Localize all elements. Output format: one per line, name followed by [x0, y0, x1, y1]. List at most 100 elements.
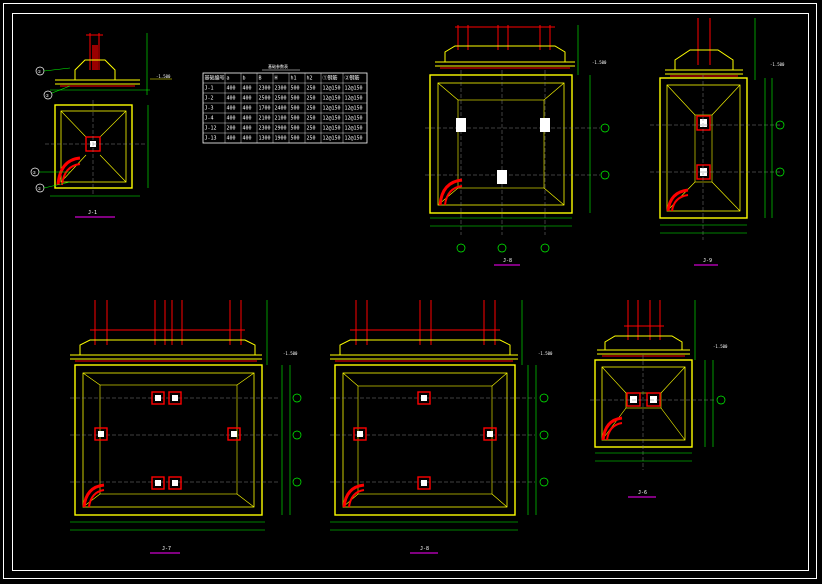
table-header-cell: 基础编号 — [205, 75, 225, 82]
table-cell: 12@150 — [345, 106, 363, 112]
table-cell: 12@150 — [345, 136, 363, 142]
table-cell: 400 — [227, 116, 236, 122]
j9-elevation: -1.500 — [665, 18, 785, 80]
table-cell: 250 — [307, 116, 316, 122]
table-header-cell: B — [259, 76, 262, 82]
table-cell: 250 — [307, 136, 316, 142]
callout-2: ② — [46, 93, 50, 98]
table-cell: 400 — [243, 106, 252, 112]
j6-level-mark: -1.500 — [713, 344, 728, 349]
table-cell: 2100 — [259, 116, 271, 122]
table-cell: 500 — [291, 116, 300, 122]
table-cell: J-3 — [205, 106, 214, 112]
table-cell: 2900 — [275, 126, 287, 132]
table-cell: 400 — [243, 96, 252, 102]
j9-level-mark: -1.500 — [770, 62, 785, 67]
table-cell: J-12 — [205, 126, 217, 132]
table-header-cell: h1 — [291, 76, 297, 82]
table-header-cell: H — [275, 76, 278, 82]
table-cell: 400 — [243, 136, 252, 142]
table-cell: 2300 — [259, 86, 271, 92]
table-cell: 250 — [307, 106, 316, 112]
table-cell: 12@150 — [323, 106, 341, 112]
view-title-j1: J-1 — [88, 210, 97, 216]
view-title-j8: J-8 — [503, 258, 512, 264]
table-cell: 1700 — [259, 106, 271, 112]
table-cell: 200 — [227, 126, 236, 132]
table-cell: 2300 — [259, 126, 271, 132]
table-cell: 400 — [227, 96, 236, 102]
table-cell: 250 — [307, 96, 316, 102]
j7-plan — [70, 364, 302, 531]
table-cell: 12@150 — [323, 126, 341, 132]
table-cell: 2100 — [275, 116, 287, 122]
j8b-elevation: -1.500 — [330, 300, 553, 365]
table-border — [202, 72, 368, 144]
view-j9: -1.500 J-9 — [650, 18, 785, 266]
drawing-border-inner — [12, 13, 809, 571]
view-title-j8b: J-8 — [420, 546, 429, 552]
view-title-j7: J-7 — [162, 546, 171, 552]
table-cell: 500 — [291, 126, 300, 132]
table-cell: 400 — [227, 86, 236, 92]
table-cell: 250 — [307, 86, 316, 92]
table-title: 基础参数表 — [268, 63, 288, 69]
table-cell: 500 — [291, 136, 300, 142]
table-header-cell: ②钢筋 — [345, 75, 360, 82]
view-j7: -1.500 — [70, 300, 302, 554]
callout-1: ① — [38, 69, 42, 74]
view-title-j9: J-9 — [703, 258, 712, 264]
j1-callouts: ① ② ② ① — [30, 66, 71, 193]
j1-elevation: -1.500 — [50, 33, 172, 95]
table-cell: 12@150 — [323, 136, 341, 142]
table-cell: 2300 — [275, 86, 287, 92]
view-j1: -1.500 ① ② ② — [30, 33, 172, 218]
table-cell: 12@150 — [345, 96, 363, 102]
table-cell: 12@150 — [323, 86, 341, 92]
j8-level-mark: -1.500 — [592, 60, 607, 65]
j1-plan — [45, 100, 149, 197]
table-header-cell: ①钢筋 — [323, 75, 338, 82]
j1-level-mark: -1.500 — [156, 74, 171, 79]
j6-plan — [590, 355, 726, 470]
view-j6: -1.500 J-6 — [590, 300, 728, 498]
table-cell: 500 — [291, 86, 300, 92]
j7-elevation: -1.500 — [70, 300, 298, 365]
table-cell: 1300 — [259, 136, 271, 142]
table-cell: 400 — [227, 106, 236, 112]
table-cell: 400 — [227, 136, 236, 142]
table-cell: 250 — [307, 126, 316, 132]
j8-elevation: -1.500 — [435, 25, 607, 75]
view-j8: -1.500 — [425, 25, 610, 266]
view-title-j6: J-6 — [638, 490, 647, 496]
table-cell: 1900 — [275, 136, 287, 142]
j8b-plan — [330, 364, 549, 531]
table-cell: 400 — [243, 126, 252, 132]
table-cell: 400 — [243, 86, 252, 92]
j9-plan — [650, 75, 785, 240]
table-cell: J-4 — [205, 116, 214, 122]
table-cell: 12@150 — [345, 126, 363, 132]
drawing-border-outer — [3, 3, 817, 579]
table-cell: 12@150 — [345, 86, 363, 92]
j7-level-mark: -1.500 — [283, 351, 298, 356]
table-cell: 500 — [291, 96, 300, 102]
table-header-cell: h2 — [307, 76, 313, 82]
j8b-level-mark: -1.500 — [538, 351, 553, 356]
j6-elevation: -1.500 — [597, 300, 728, 360]
table-cell: J-2 — [205, 96, 214, 102]
table-cell: 2400 — [275, 106, 287, 112]
table-cell: 500 — [291, 106, 300, 112]
table-cell: 400 — [243, 116, 252, 122]
j8-plan — [425, 70, 610, 253]
table-header-cell: b — [243, 76, 246, 82]
table-cell: J-13 — [205, 136, 217, 142]
table-header-cell: a — [227, 76, 230, 82]
table-cell: 12@150 — [323, 96, 341, 102]
view-j8b: -1.500 — [330, 300, 553, 554]
table-cell: 2500 — [259, 96, 271, 102]
callout-3: ② — [33, 170, 37, 175]
table-cell: 2500 — [275, 96, 287, 102]
